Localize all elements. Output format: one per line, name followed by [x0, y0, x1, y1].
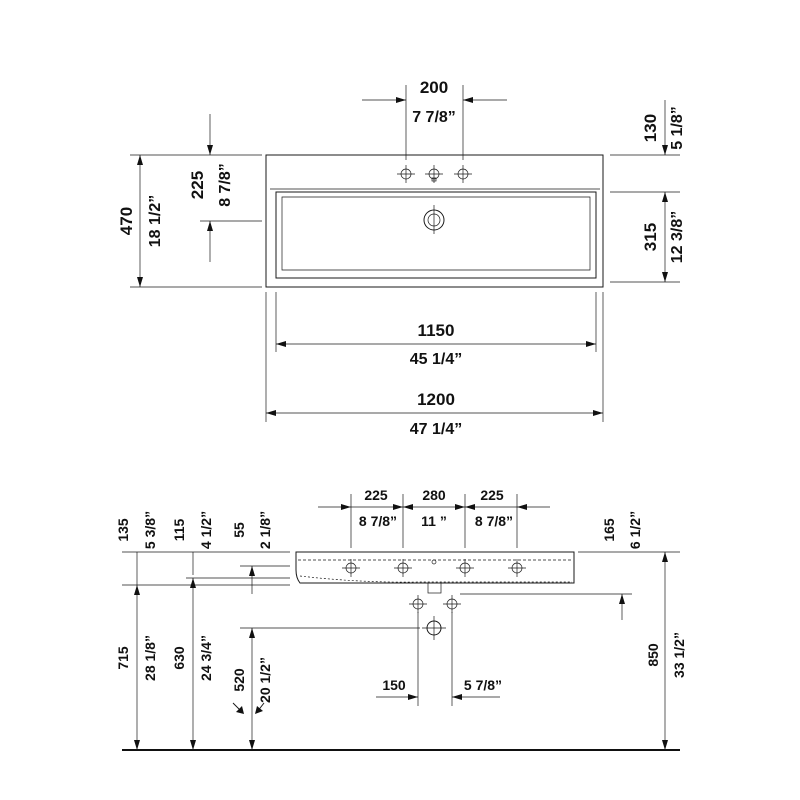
rim-to-bowl-mm: 130: [641, 114, 660, 142]
trap-left-icon: [408, 594, 428, 614]
bowl-depth-mm: 315: [641, 223, 660, 251]
overall-width-mm: 1200: [417, 390, 455, 409]
h115-mm: 115: [171, 518, 187, 541]
drain-icon: [423, 205, 445, 234]
h850-inch: 33 1/2”: [671, 632, 687, 678]
tap-center-inch: 11 ”: [421, 513, 447, 529]
bowl-width-inch: 45 1/4”: [410, 351, 462, 368]
h630-mm: 630: [171, 646, 187, 670]
tap-center-mm: 280: [422, 487, 446, 503]
top-view: 200 7 7/8” 130 5 1/8” 315 12 3/8” 470 18…: [117, 78, 686, 438]
tap-hole-left: [396, 164, 416, 184]
basin-front-outline: [295, 551, 575, 584]
tap-front-2: [393, 558, 413, 578]
trap-spacing-mm: 150: [382, 677, 406, 693]
h55-inch: 2 1/8”: [257, 511, 273, 549]
tap-spacing-inch: 7 7/8”: [412, 109, 456, 126]
overall-width-inch: 47 1/4”: [410, 421, 462, 438]
tap-front-1: [341, 558, 361, 578]
trap-right-icon: [442, 594, 462, 614]
bowl-width-mm: 1150: [418, 321, 455, 340]
h630-inch: 24 3/4”: [198, 635, 214, 681]
tap-left-mm: 225: [364, 487, 388, 503]
tap-right-mm: 225: [480, 487, 504, 503]
tap-left-inch: 8 7/8”: [359, 513, 397, 529]
rim-to-bowl-inch: 5 1/8”: [669, 106, 686, 150]
waste-outlet-icon: [422, 616, 446, 640]
h850-mm: 850: [645, 643, 661, 667]
h55-mm: 55: [231, 522, 247, 538]
front-view: 225 8 7/8” 280 11 ” 225 8 7/8” 135 5 3/8…: [115, 487, 687, 751]
bowl-depth-inch: 12 3/8”: [669, 211, 686, 263]
trap-spacing-inch: 5 7/8”: [464, 677, 502, 693]
tap-depth-mm: 225: [188, 171, 207, 199]
h165-mm: 165: [601, 518, 617, 542]
h135-inch: 5 3/8”: [142, 511, 158, 549]
tap-front-3: [455, 558, 475, 578]
h715-mm: 715: [115, 646, 131, 670]
tap-right-inch: 8 7/8”: [475, 513, 513, 529]
tap-hole-center: [424, 164, 444, 184]
bowl-outline: [275, 191, 597, 279]
h165-inch: 6 1/2”: [627, 511, 643, 549]
tap-depth-inch: 8 7/8”: [217, 163, 234, 207]
basin-top-outline: [265, 154, 604, 288]
h520-inch: 20 1/2”: [257, 657, 273, 703]
tap-spacing-mm: 200: [420, 78, 448, 97]
depth-mm: 470: [117, 207, 136, 235]
h520-mm: 520: [231, 668, 247, 692]
arrow-icon: [232, 702, 265, 714]
h135-mm: 135: [115, 518, 131, 542]
h115-inch: 4 1/2”: [198, 511, 214, 549]
depth-inch: 18 1/2”: [147, 195, 164, 247]
tap-hole-right: [453, 164, 473, 184]
tap-front-4: [507, 558, 527, 578]
h715-inch: 28 1/8”: [142, 635, 158, 681]
